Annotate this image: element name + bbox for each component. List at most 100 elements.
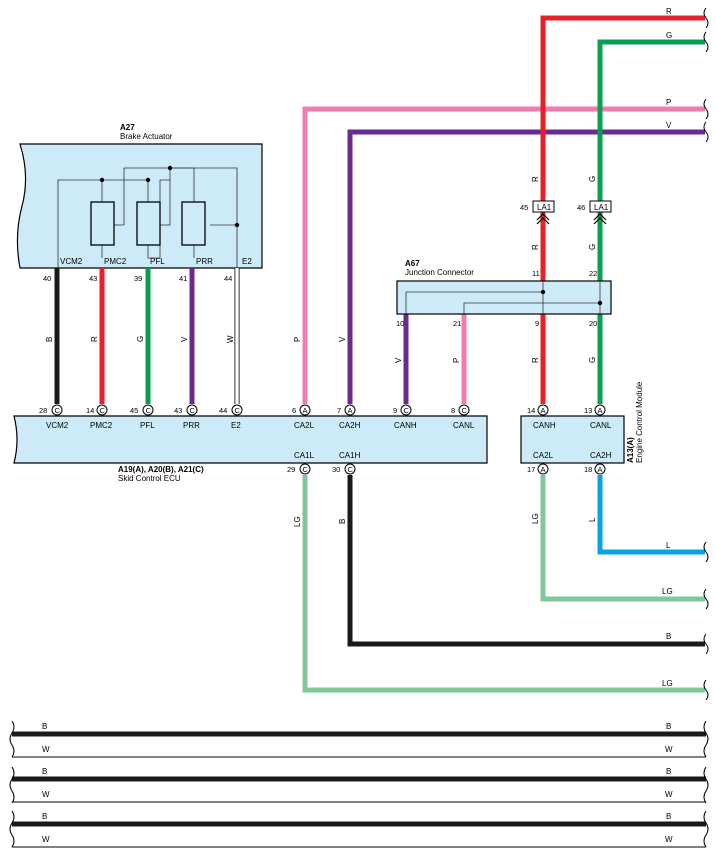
edge-label-v: V bbox=[666, 121, 672, 130]
bottom-wire-2-left: W bbox=[42, 745, 50, 754]
ecu-conn-ca2h: A bbox=[348, 406, 353, 415]
la1-connector-left: LA1 45 bbox=[520, 200, 555, 225]
edge-label-b: B bbox=[666, 632, 671, 641]
ecu-label-vcm2: VCM2 bbox=[46, 421, 69, 430]
ecu-pin-prr: 43 bbox=[174, 406, 182, 415]
ecm-conn-canh: A bbox=[541, 406, 546, 415]
edge-label-p: P bbox=[666, 98, 671, 107]
ecm-label-canl: CANL bbox=[590, 421, 612, 430]
junction-code: A67 bbox=[405, 259, 420, 268]
ecu-label-pfl: PFL bbox=[140, 421, 155, 430]
ecu-conn-e2: C bbox=[235, 406, 241, 415]
wire-label-b2: B bbox=[338, 519, 347, 524]
ecm-conn-canl: A bbox=[598, 406, 603, 415]
wire-label-g-low: G bbox=[588, 357, 597, 363]
ecu-top-connectors: 28 C 14 C 45 C 43 C 44 C 6 A 7 A 9 C 8 C bbox=[39, 404, 470, 416]
ecu-bottom-connectors: 29 C 30 C bbox=[287, 463, 356, 475]
junction-pin-20: 20 bbox=[589, 319, 597, 328]
ecu-pin-vcm2: 28 bbox=[39, 406, 47, 415]
ecm-label-ca2l: CA2L bbox=[533, 451, 554, 460]
wire-ca1l-lightgreen bbox=[302, 475, 705, 693]
wire-label-r: R bbox=[90, 336, 99, 342]
wire-label-l: L bbox=[588, 517, 597, 522]
la1-right-label: LA1 bbox=[594, 203, 609, 212]
junction-pin-11: 11 bbox=[532, 269, 540, 278]
ecm-label-ca2h: CA2H bbox=[590, 451, 612, 460]
junction-pin-10: 10 bbox=[396, 319, 404, 328]
ecm-label-canh: CANH bbox=[533, 421, 556, 430]
ecm-conn-ca2h: A bbox=[598, 465, 603, 474]
edge-label-lg2: LG bbox=[662, 679, 673, 688]
bottom-wire-6-right: W bbox=[665, 835, 673, 844]
wire-label-g-up: G bbox=[588, 176, 597, 182]
ecm-code: A13(A) bbox=[626, 437, 635, 463]
ecu-pin-canl: 8 bbox=[451, 406, 455, 415]
ecu-label-prr: PRR bbox=[183, 421, 200, 430]
actuator-name: Brake Actuator bbox=[120, 132, 173, 141]
ecu-conn-canh: C bbox=[404, 406, 410, 415]
vertical-wire-labels: B R G V W P V V P R G R G R G LG B LG L bbox=[45, 176, 597, 527]
junction-pin-22: 22 bbox=[589, 269, 597, 278]
ecu-pin-ca1h: 30 bbox=[332, 465, 340, 474]
wire-label-p: P bbox=[293, 337, 302, 342]
actuator-pin-pmc2: 43 bbox=[89, 274, 97, 283]
ecu-code: A19(A), A20(B), A21(C) bbox=[118, 465, 204, 474]
wire-label-lg2: LG bbox=[531, 513, 540, 524]
ecu-conn-ca1l: C bbox=[303, 465, 309, 474]
ecu-pin-ca2h: 7 bbox=[337, 406, 341, 415]
actuator-label-prr: PRR bbox=[196, 257, 213, 266]
brake-actuator: A27 Brake Actuator VCM2 PMC2 PFL PRR E2 bbox=[16, 123, 263, 269]
ecu-pin-ca1l: 29 bbox=[287, 465, 295, 474]
la1-left-label: LA1 bbox=[537, 203, 552, 212]
ecu-label-ca2h: CA2H bbox=[339, 421, 361, 430]
junction-pin-21: 21 bbox=[453, 319, 461, 328]
edge-break-marks bbox=[703, 7, 709, 701]
bottom-wire-1-right: B bbox=[666, 722, 671, 731]
bottom-wire-4-left: W bbox=[42, 790, 50, 799]
ecu-conn-pmc2: C bbox=[100, 406, 106, 415]
wire-ecm-ca2h-blue bbox=[597, 475, 705, 555]
wire-label-b: B bbox=[45, 337, 54, 342]
wire-label-v3: V bbox=[394, 357, 403, 363]
ecm-pin-ca2l: 17 bbox=[527, 465, 535, 474]
engine-control-module: CANH CANL CA2L CA2H A13(A) Engine Contro… bbox=[520, 381, 644, 475]
wire-ca1h-black bbox=[347, 475, 705, 647]
wire-label-v2: V bbox=[338, 336, 347, 342]
ecu-conn-vcm2: C bbox=[55, 406, 61, 415]
ecm-pin-canl: 13 bbox=[584, 406, 592, 415]
ecu-conn-pfl: C bbox=[146, 406, 152, 415]
actuator-pin-e2: 44 bbox=[224, 274, 232, 283]
bottom-wire-3-right: B bbox=[666, 767, 671, 776]
actuator-pin-prr: 41 bbox=[179, 274, 187, 283]
ecu-label-e2: E2 bbox=[231, 421, 241, 430]
edge-labels: R G P V L LG B LG bbox=[662, 7, 673, 688]
junction-connector: A67 Junction Connector 11 22 10 21 9 20 bbox=[396, 259, 612, 328]
ecu-label-canl: CANL bbox=[453, 421, 475, 430]
actuator-pin-numbers: 40 43 39 41 44 bbox=[43, 274, 232, 283]
ecu-pin-pfl: 45 bbox=[130, 406, 138, 415]
actuator-label-e2: E2 bbox=[242, 257, 252, 266]
actuator-label-pfl: PFL bbox=[150, 257, 165, 266]
wire-canl-green bbox=[597, 39, 705, 404]
edge-label-g: G bbox=[666, 31, 672, 40]
junction-pin-9: 9 bbox=[535, 319, 539, 328]
ecu-name: Skid Control ECU bbox=[118, 474, 181, 483]
bottom-wire-2-right: W bbox=[665, 745, 673, 754]
ecu-conn-prr: C bbox=[190, 406, 196, 415]
ecu-conn-ca1h: C bbox=[348, 465, 354, 474]
bottom-wire-5-right: B bbox=[666, 812, 671, 821]
bottom-wire-1-left: B bbox=[42, 722, 47, 731]
wire-label-p2: P bbox=[452, 358, 461, 363]
wire-label-w: W bbox=[226, 335, 235, 343]
wire-ca2h-violet bbox=[347, 129, 705, 404]
ecu-conn-canl: C bbox=[462, 406, 468, 415]
wire-canh-red bbox=[540, 15, 705, 404]
bottom-wires: B B W W B B W W B B W W bbox=[12, 722, 706, 848]
actuator-pin-vcm2: 40 bbox=[43, 274, 51, 283]
ecm-pin-ca2h: 18 bbox=[584, 465, 592, 474]
ecu-label-ca1h: CA1H bbox=[339, 451, 361, 460]
la1-connector-right: LA1 46 bbox=[577, 200, 612, 225]
ecu-pin-e2: 44 bbox=[219, 406, 227, 415]
ecm-name: Engine Control Module bbox=[635, 381, 644, 463]
